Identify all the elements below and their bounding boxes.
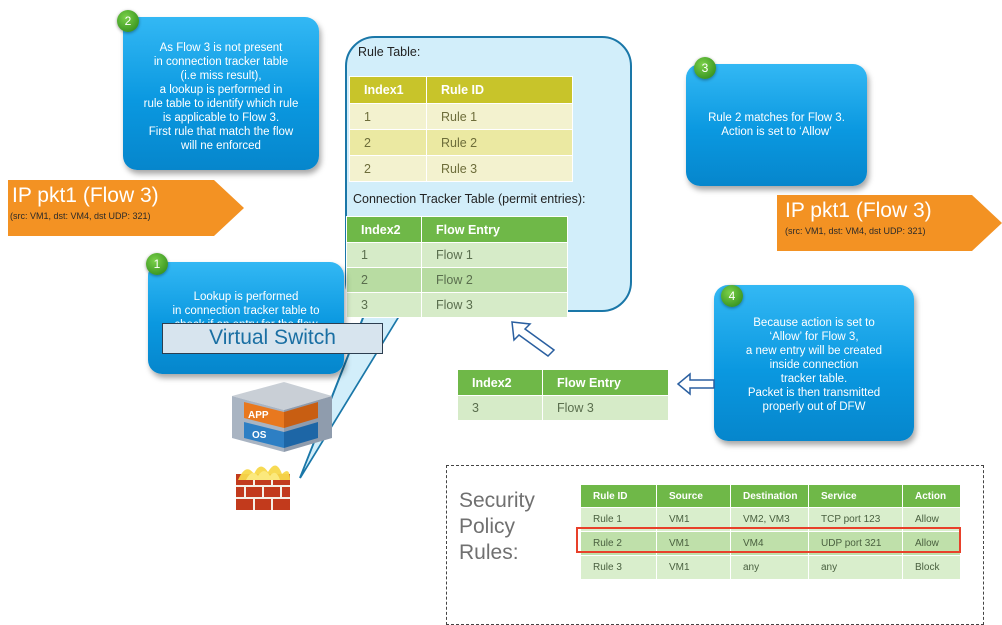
callout-step-2: As Flow 3 is not present in connection t… [123,17,319,170]
packet-subtitle: (src: VM1, dst: VM4, dst UDP: 321) [785,226,926,236]
firewall-icon [236,465,290,510]
new-entry-cell: 3 [457,395,543,421]
conn-table-header: Index2 [346,216,422,243]
security-header: Rule ID [580,484,657,508]
packet-arrow-left: IP pkt1 (Flow 3) (src: VM1, dst: VM4, ds… [8,180,244,236]
step-4-badge: 4 [721,285,743,307]
security-policy-title: Security Policy Rules: [459,489,535,564]
arrow-up-left-icon [511,321,556,357]
security-header: Source [656,484,731,508]
packet-subtitle: (src: VM1, dst: VM4, dst UDP: 321) [10,211,151,221]
conn-table-cell: 3 [346,292,422,318]
matched-rule-highlight [576,527,961,553]
new-entry-header: Flow Entry [542,369,669,396]
security-header: Action [902,484,961,508]
callout-step-3: Rule 2 matches for Flow 3. Action is set… [686,64,867,186]
callout-step-4: Because action is set to ‘Allow’ for Flo… [714,285,914,441]
conn-table-header: Flow Entry [421,216,568,243]
conn-table-cell: Flow 3 [421,292,568,318]
new-entry-cell: Flow 3 [542,395,669,421]
security-cell: Block [902,555,961,580]
security-cell: any [808,555,903,580]
rule-table-cell: Rule 2 [426,129,573,156]
packet-title: IP pkt1 (Flow 3) [785,199,932,222]
callout-step-2-text: As Flow 3 is not present in connection t… [143,41,299,152]
security-cell: any [730,555,809,580]
vm-os-label: OS [252,430,267,441]
step-2-badge: 2 [117,10,139,32]
rule-table-label: Rule Table: [358,45,421,59]
callout-step-3-text: Rule 2 matches for Flow 3. Action is set… [708,112,845,138]
callout-step-1: Lookup is performed in connection tracke… [148,262,344,374]
rule-table-cell: 1 [349,103,427,130]
packet-title: IP pkt1 (Flow 3) [12,184,159,207]
packet-arrow-right: IP pkt1 (Flow 3) (src: VM1, dst: VM4, ds… [777,195,1002,251]
security-header: Service [808,484,903,508]
security-header: Destination [730,484,809,508]
conn-table-cell: Flow 1 [421,242,568,268]
rule-table-header: Index1 [349,76,427,104]
new-entry-header: Index2 [457,369,543,396]
table-row: Rule 3 VM1 any any Block [580,555,961,580]
callout-step-4-text: Because action is set to ‘Allow’ for Flo… [745,317,883,413]
virtual-switch: Virtual Switch [162,323,383,354]
conn-table-cell: 2 [346,267,422,293]
rule-table-cell: 2 [349,155,427,182]
security-cell: Rule 3 [580,555,657,580]
rule-table-header: Rule ID [426,76,573,104]
conn-table-cell: 1 [346,242,422,268]
rule-table-cell: 2 [349,129,427,156]
conn-table-label: Connection Tracker Table (permit entries… [353,192,586,206]
step-1-badge: 1 [146,253,168,275]
step-3-badge: 3 [694,57,716,79]
conn-table-cell: Flow 2 [421,267,568,293]
rule-table-cell: Rule 3 [426,155,573,182]
vm-app-label: APP [248,410,269,421]
rule-table-cell: Rule 1 [426,103,573,130]
security-cell: VM1 [656,555,731,580]
arrow-left-icon [676,372,715,396]
vm-app-os-icon: APP OS [232,382,332,452]
